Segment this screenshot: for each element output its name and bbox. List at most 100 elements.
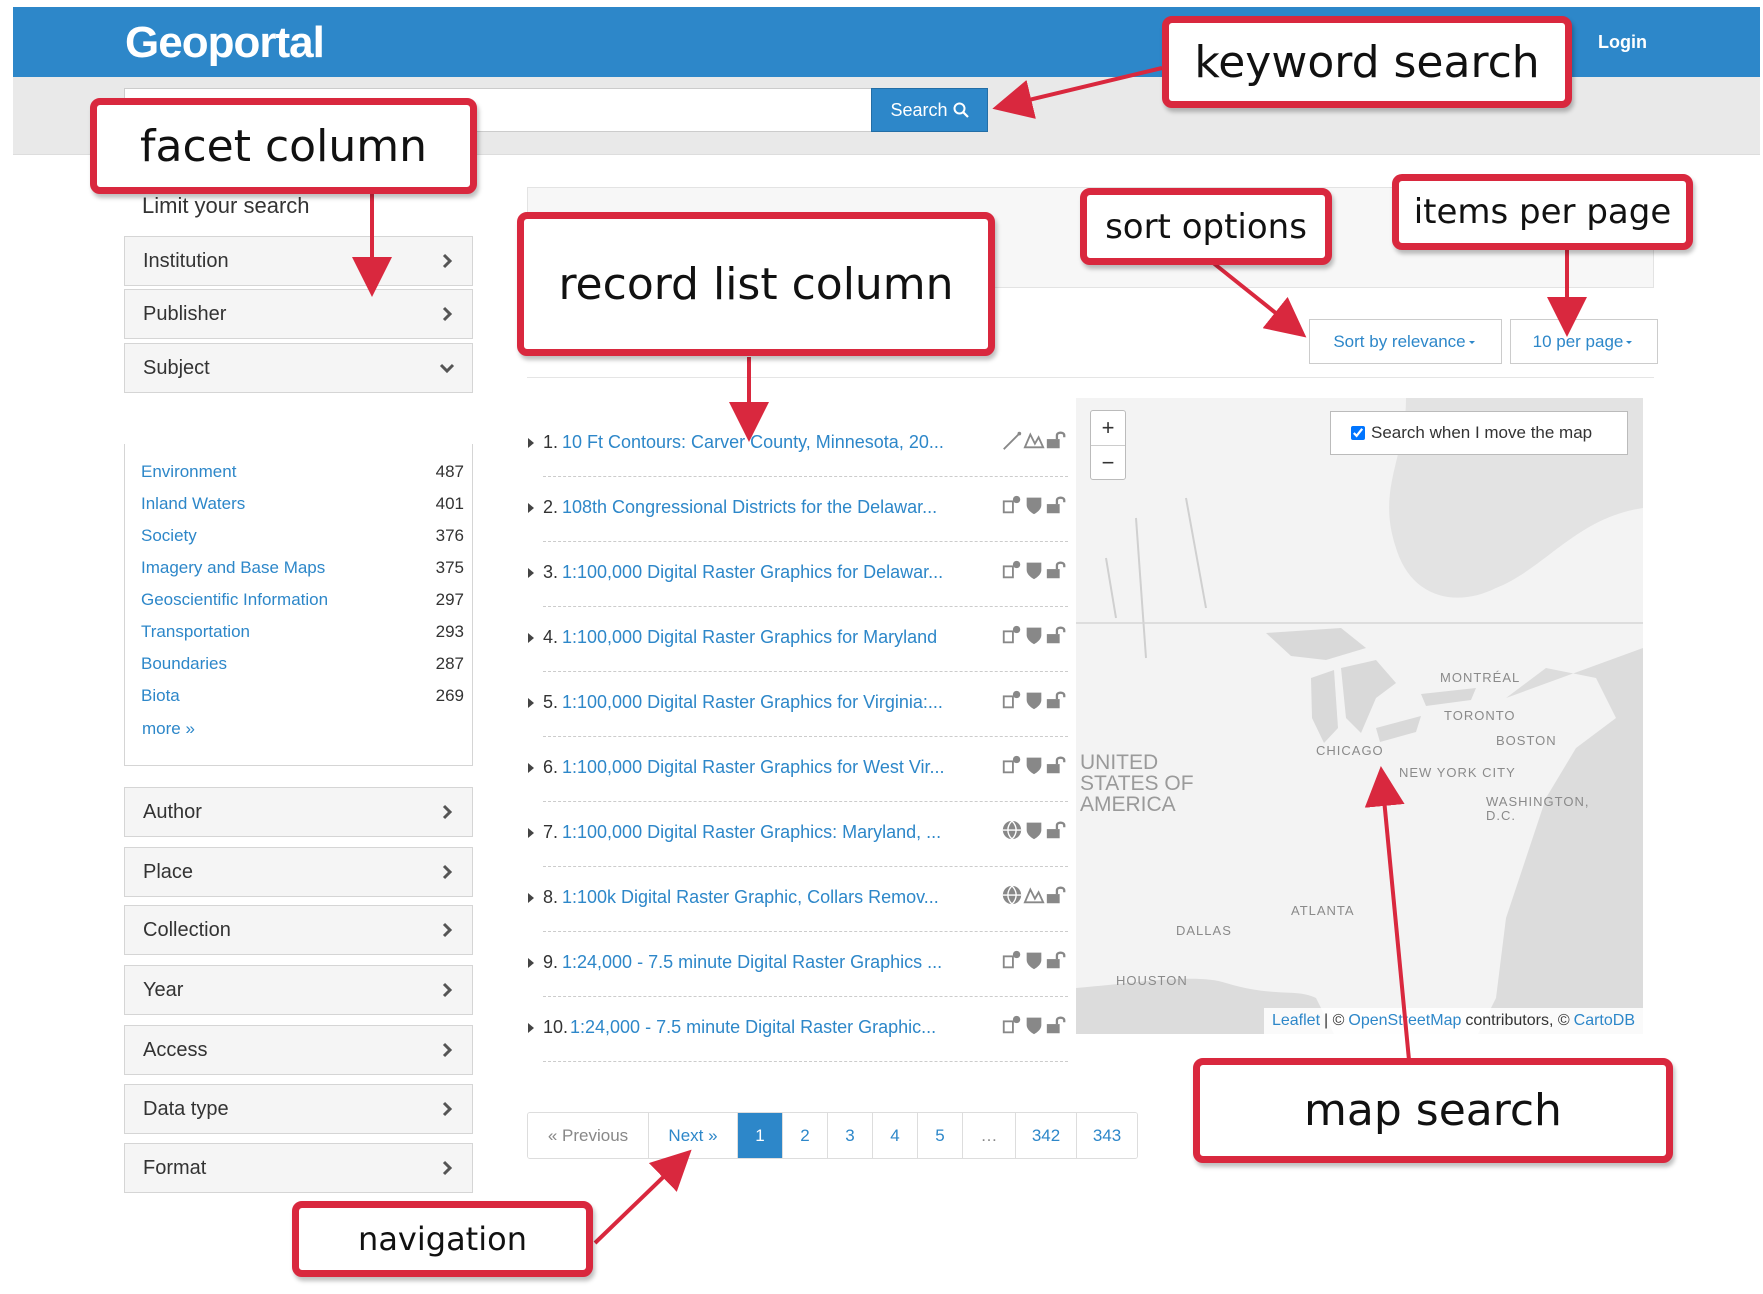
map-label-country: UNITED STATES OF AMERICA: [1080, 751, 1194, 816]
facet-format[interactable]: Format: [124, 1143, 473, 1193]
cartodb-link[interactable]: CartoDB: [1573, 1012, 1635, 1029]
facet-year[interactable]: Year: [124, 965, 473, 1015]
pagination-page[interactable]: 1: [737, 1113, 782, 1158]
subject-value-environment[interactable]: Environment: [141, 462, 237, 481]
callout-facet-column: facet column: [90, 98, 477, 194]
subject-value-geoscientific[interactable]: Geoscientific Information: [141, 590, 329, 609]
caret-down-icon: [1626, 340, 1633, 344]
facet-place[interactable]: Place: [124, 847, 473, 897]
search-button[interactable]: Search: [871, 88, 988, 132]
expand-caret-icon[interactable]: [528, 763, 534, 773]
expand-caret-icon[interactable]: [528, 568, 534, 578]
record-title-link[interactable]: 10 Ft Contours: Carver County, Minnesota…: [562, 432, 944, 452]
expand-caret-icon[interactable]: [528, 503, 534, 513]
facet-label: Place: [143, 861, 194, 883]
pagination-previous[interactable]: « Previous: [528, 1113, 648, 1158]
globe-icon: [1002, 885, 1022, 905]
zoom-in-button[interactable]: +: [1091, 411, 1125, 446]
facet-label: Year: [143, 979, 184, 1001]
record-divider: [543, 866, 1068, 867]
record-title-link[interactable]: 1:100,000 Digital Raster Graphics for Ma…: [562, 627, 938, 647]
unlock-icon: [1046, 821, 1066, 839]
facet-label: Collection: [143, 919, 231, 941]
map-search[interactable]: + − Search when I move the map UNITED ST…: [1076, 398, 1643, 1034]
record-icons: [1001, 493, 1067, 519]
record-title-link[interactable]: 1:100k Digital Raster Graphic, Collars R…: [562, 887, 939, 907]
facet-subject[interactable]: Subject: [124, 343, 473, 393]
zoom-out-button[interactable]: −: [1101, 450, 1115, 475]
pagination-page[interactable]: 3: [827, 1113, 872, 1158]
expand-caret-icon[interactable]: [528, 828, 534, 838]
sort-dropdown[interactable]: Sort by relevance: [1309, 319, 1502, 364]
record-title-link[interactable]: 1:24,000 - 7.5 minute Digital Raster Gra…: [562, 952, 943, 972]
record-icons: [1001, 1013, 1067, 1039]
facet-collection[interactable]: Collection: [124, 905, 473, 955]
record-title-link[interactable]: 1:24,000 - 7.5 minute Digital Raster Gra…: [570, 1017, 937, 1037]
login-link[interactable]: Login: [1598, 32, 1647, 52]
pagination-page[interactable]: 343: [1076, 1113, 1137, 1158]
record-icons: [1001, 883, 1067, 909]
unlock-icon: [1046, 756, 1066, 774]
subject-value-society[interactable]: Society: [141, 526, 197, 545]
subject-value-biota[interactable]: Biota: [141, 686, 180, 705]
record-item: 1.10 Ft Contours: Carver County, Minneso…: [525, 412, 1070, 477]
search-when-move-toggle[interactable]: Search when I move the map: [1330, 411, 1628, 455]
subject-value-inland-waters[interactable]: Inland Waters: [141, 494, 246, 513]
subject-value-imagery[interactable]: Imagery and Base Maps: [141, 558, 326, 577]
record-icons: [1001, 753, 1067, 779]
shield-icon: [1026, 562, 1042, 580]
callout-sort-options: sort options: [1080, 188, 1332, 265]
facet-publisher[interactable]: Publisher: [124, 289, 473, 339]
callout-navigation: navigation: [292, 1201, 593, 1277]
expand-caret-icon[interactable]: [528, 958, 534, 968]
app-logo[interactable]: Geoportal: [125, 18, 325, 67]
expand-caret-icon[interactable]: [528, 1023, 534, 1033]
chevron-right-icon: [442, 804, 453, 820]
caret-down-icon: [1468, 340, 1475, 344]
record-title-link[interactable]: 1:100,000 Digital Raster Graphics for We…: [562, 757, 945, 777]
expand-caret-icon[interactable]: [528, 633, 534, 643]
subject-facet-values: [124, 444, 473, 766]
record-number: 3.: [543, 562, 559, 582]
record-divider: [543, 671, 1068, 672]
pagination-page[interactable]: 5: [917, 1113, 962, 1158]
record-title-link[interactable]: 108th Congressional Districts for the De…: [562, 497, 938, 517]
pagination-page[interactable]: 2: [782, 1113, 827, 1158]
record-title-link[interactable]: 1:100,000 Digital Raster Graphics for De…: [562, 562, 944, 582]
chevron-right-icon: [442, 306, 453, 322]
search-when-move-checkbox[interactable]: [1351, 426, 1365, 440]
record-icons: [1001, 688, 1067, 714]
expand-caret-icon[interactable]: [528, 893, 534, 903]
expand-caret-icon[interactable]: [528, 438, 534, 448]
subject-value-transportation[interactable]: Transportation: [141, 622, 250, 641]
attribution-text: | ©: [1324, 1012, 1345, 1029]
record-number: 8.: [543, 887, 559, 907]
expand-caret-icon[interactable]: [528, 698, 534, 708]
record-title-link[interactable]: 1:100,000 Digital Raster Graphics: Maryl…: [562, 822, 942, 842]
unlock-icon: [1046, 691, 1066, 709]
record-icons: [1001, 623, 1067, 649]
facet-label: Author: [143, 801, 202, 823]
record-item: 10.1:24,000 - 7.5 minute Digital Raster …: [525, 997, 1070, 1062]
leaflet-link[interactable]: Leaflet: [1271, 1012, 1321, 1029]
subject-more-link[interactable]: more »: [142, 719, 195, 738]
facet-institution[interactable]: Institution: [124, 236, 473, 286]
pagination-page[interactable]: 4: [872, 1113, 917, 1158]
shield-icon: [1026, 627, 1042, 645]
facet-access[interactable]: Access: [124, 1025, 473, 1075]
record-title-link[interactable]: 1:100,000 Digital Raster Graphics for Vi…: [562, 692, 943, 712]
facet-column-title: Limit your search: [142, 193, 310, 218]
facet-label: Access: [143, 1039, 208, 1061]
raster-icon: [1023, 887, 1045, 904]
record-item: 8.1:100k Digital Raster Graphic, Collars…: [525, 867, 1070, 932]
callout-items-per-page: items per page: [1392, 174, 1693, 250]
record-divider: [543, 606, 1068, 607]
pagination-page[interactable]: 342: [1015, 1113, 1076, 1158]
record-divider: [543, 931, 1068, 932]
map-label-chicago: CHICAGO: [1316, 743, 1384, 758]
facet-data-type[interactable]: Data type: [124, 1084, 473, 1134]
map-label-dallas: DALLAS: [1176, 923, 1232, 938]
pagination-ellipsis: …: [962, 1113, 1015, 1158]
facet-author[interactable]: Author: [124, 787, 473, 837]
subject-value-boundaries[interactable]: Boundaries: [141, 654, 228, 673]
